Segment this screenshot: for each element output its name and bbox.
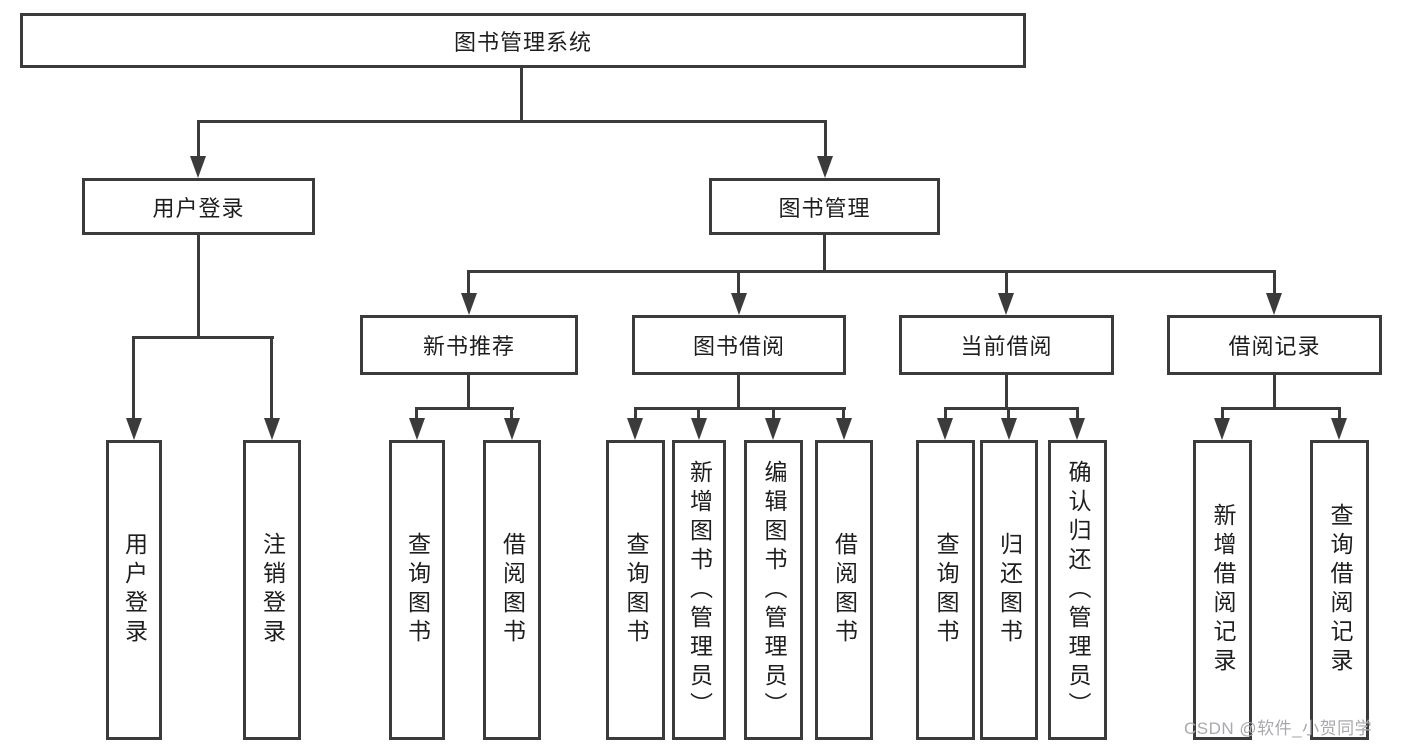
edge-line <box>197 235 200 339</box>
edge-line <box>1221 407 1341 410</box>
leaf-borrow-book: 借阅图书 <box>815 440 873 740</box>
edge-line <box>1273 270 1276 295</box>
edge-line <box>467 270 470 295</box>
edge-line <box>737 270 740 295</box>
arrow-head-icon <box>1266 293 1282 315</box>
arrow-head-icon <box>765 418 781 440</box>
node-library-system: 图书管理系统 <box>20 13 1026 68</box>
edge-line <box>510 407 513 420</box>
leaf-return-book: 归还图书 <box>980 440 1038 740</box>
edge-line <box>1005 375 1008 410</box>
edge-line <box>1338 407 1341 420</box>
edge-line <box>1005 270 1008 295</box>
node-label: 用户登录 <box>121 532 148 648</box>
arrow-head-icon <box>627 418 643 440</box>
arrow-head-icon <box>1069 418 1085 440</box>
node-new-book-recommend: 新书推荐 <box>360 315 578 375</box>
arrow-head-icon <box>1331 418 1347 440</box>
arrow-head-icon <box>126 418 142 440</box>
edge-line <box>520 68 523 123</box>
node-label: 图书借阅 <box>692 334 785 359</box>
node-label: 编辑图书（管理员） <box>761 459 787 721</box>
node-label: 查询图书 <box>404 532 431 648</box>
arrow-head-icon <box>691 418 707 440</box>
node-borrowing-records: 借阅记录 <box>1167 315 1382 375</box>
leaf-borrow-book-recommend: 借阅图书 <box>483 440 541 740</box>
edge-line <box>697 407 700 420</box>
edge-line <box>944 407 1079 410</box>
leaf-query-borrow-record: 查询借阅记录 <box>1310 440 1369 740</box>
edge-line <box>1076 407 1079 420</box>
edge-line <box>634 407 846 410</box>
node-label: 新书推荐 <box>422 334 515 359</box>
edge-line <box>842 407 845 420</box>
edge-line <box>1221 407 1224 420</box>
edge-line <box>772 407 775 420</box>
leaf-query-book-recommend: 查询图书 <box>389 440 445 740</box>
leaf-query-book-borrow: 查询图书 <box>606 440 665 740</box>
edge-line <box>270 336 273 420</box>
node-user-login-module: 用户登录 <box>82 178 315 235</box>
csdn-watermark: CSDN @软件_小贺同学 <box>1184 719 1373 738</box>
edge-line <box>132 336 135 420</box>
node-label: 确认归还（管理员） <box>1065 459 1091 721</box>
arrow-head-icon <box>409 418 425 440</box>
edge-line <box>824 120 827 158</box>
leaf-logout: 注销登录 <box>243 440 301 740</box>
arrow-head-icon <box>1001 418 1017 440</box>
node-label: 图书管理系统 <box>453 29 592 55</box>
node-label: 新增借阅记录 <box>1210 503 1236 677</box>
edge-line <box>415 407 418 420</box>
node-label: 查询图书 <box>933 532 959 648</box>
arrow-head-icon <box>817 156 833 178</box>
node-label: 查询借阅记录 <box>1327 503 1353 677</box>
node-book-borrowing: 图书借阅 <box>632 315 846 375</box>
edge-line <box>197 120 827 123</box>
arrow-head-icon <box>264 418 280 440</box>
node-current-borrowing: 当前借阅 <box>899 315 1114 375</box>
leaf-user-login: 用户登录 <box>106 440 162 740</box>
arrow-head-icon <box>461 293 477 315</box>
leaf-edit-book-admin: 编辑图书（管理员） <box>744 440 803 740</box>
edge-line <box>467 375 470 410</box>
edge-line <box>634 407 637 420</box>
leaf-add-borrow-record: 新增借阅记录 <box>1193 440 1252 740</box>
edge-line <box>468 270 1276 273</box>
node-label: 归还图书 <box>996 532 1023 648</box>
arrow-head-icon <box>1214 418 1230 440</box>
arrow-head-icon <box>937 418 953 440</box>
edge-line <box>823 235 826 273</box>
edge-line <box>415 407 514 410</box>
arrow-head-icon <box>504 418 520 440</box>
arrow-head-icon <box>731 293 747 315</box>
leaf-confirm-return-admin: 确认归还（管理员） <box>1048 440 1107 740</box>
leaf-add-book-admin: 新增图书（管理员） <box>672 440 726 740</box>
node-label: 借阅记录 <box>1228 334 1321 359</box>
edge-line <box>1273 375 1276 410</box>
node-book-management: 图书管理 <box>709 178 940 235</box>
node-label: 借阅图书 <box>499 532 526 648</box>
edge-line <box>197 120 200 158</box>
edge-line <box>1007 407 1010 420</box>
node-label: 查询图书 <box>623 532 649 648</box>
node-label: 借阅图书 <box>831 532 858 648</box>
arrow-head-icon <box>836 418 852 440</box>
node-label: 用户登录 <box>152 195 245 221</box>
edge-line <box>944 407 947 420</box>
edge-line <box>737 375 740 410</box>
edge-line <box>133 336 274 339</box>
node-label: 新增图书（管理员） <box>686 459 713 721</box>
leaf-query-book-current: 查询图书 <box>916 440 975 740</box>
node-label: 注销登录 <box>259 532 286 648</box>
arrow-head-icon <box>190 156 206 178</box>
node-label: 图书管理 <box>778 195 871 221</box>
arrow-head-icon <box>998 293 1014 315</box>
node-label: 当前借阅 <box>960 334 1053 359</box>
